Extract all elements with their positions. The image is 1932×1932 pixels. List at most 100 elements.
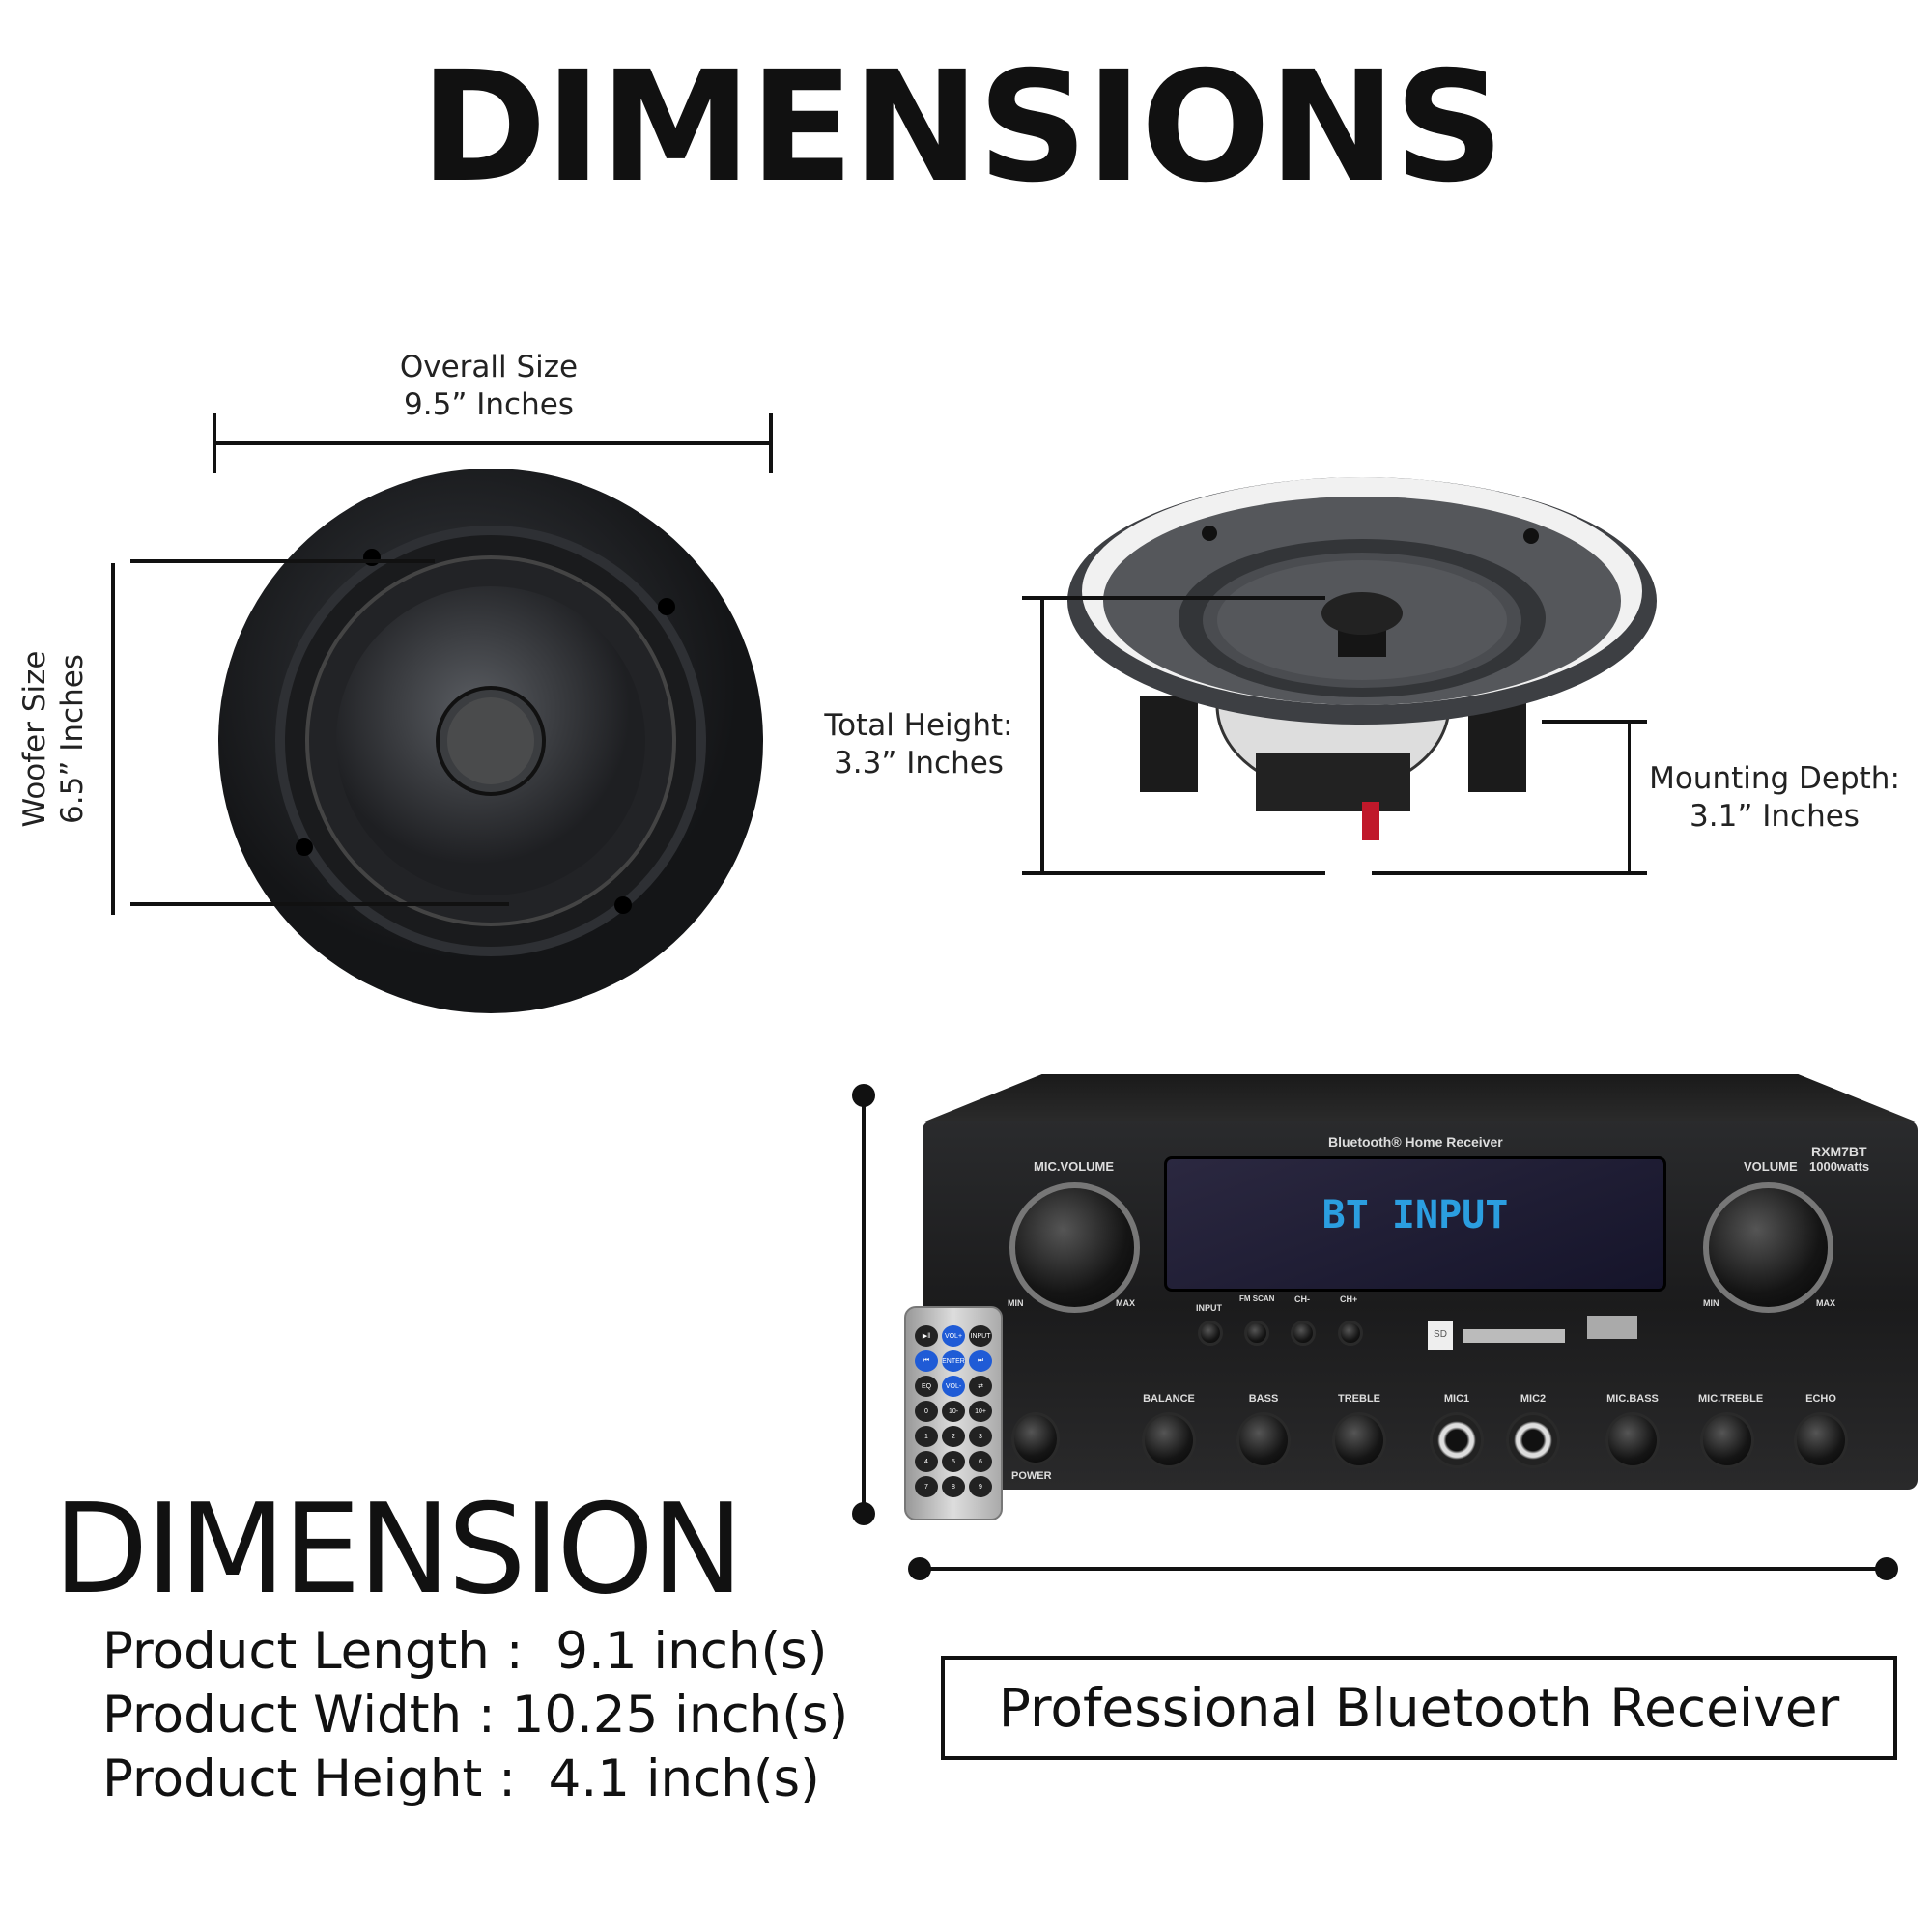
remote-key[interactable]: 10- [942,1401,965,1422]
height-bottom-guide [1022,871,1325,875]
display-text: BT INPUT [1321,1193,1509,1237]
ch-minus-button-label: CH- [1294,1294,1310,1304]
receiver-width-line [920,1567,1886,1571]
mounting-depth-title: Mounting Depth: [1649,761,1900,796]
model-text: RXM7BT [1811,1144,1867,1159]
total-height-title: Total Height: [824,708,1013,743]
overall-size-value: 9.5” Inches [404,387,574,422]
control-label: BASS [1248,1393,1279,1405]
remote-key[interactable]: 2 [942,1426,965,1447]
volume-label: VOLUME [1744,1159,1798,1174]
card-slot [1463,1329,1565,1343]
control-label: MIC.TREBLE [1698,1393,1764,1405]
receiver-display: BT INPUT [1164,1156,1666,1292]
woofer-bottom-guide [130,902,509,906]
min-label: MIN [1008,1298,1024,1308]
remote-key[interactable]: ▶‖ [915,1325,938,1347]
dimension-tick [213,413,216,473]
woofer-size-dimension-line [111,563,115,915]
page-title: DIMENSIONS [419,39,1504,216]
ch-plus-button[interactable] [1338,1321,1363,1346]
mic-jack[interactable] [1506,1412,1560,1468]
mic-jack[interactable] [1430,1412,1484,1468]
remote-key[interactable]: 1 [915,1426,938,1447]
usb-port[interactable] [1587,1316,1637,1339]
control-knob[interactable] [1142,1412,1196,1468]
depth-top-guide [1542,720,1647,724]
receiver-image: BT INPUT Bluetooth® Home Receiver RXM7BT… [923,1074,1918,1490]
control-knob[interactable] [1794,1412,1848,1468]
receiver-top [923,1074,1918,1122]
total-height-label: Total Height: 3.3” Inches [774,707,1064,782]
remote-key[interactable]: VOL- [942,1376,965,1397]
remote-key[interactable]: 6 [969,1451,992,1472]
mic-volume-label: MIC.VOLUME [1034,1159,1115,1174]
dimension-dot [908,1557,931,1580]
remote-key[interactable]: 8 [942,1476,965,1497]
power-text: 1000watts [1809,1159,1870,1174]
speaker-top-view-image [218,469,763,1013]
receiver-height-line [862,1094,866,1514]
remote-key[interactable]: ⏮ [915,1350,938,1372]
dimension-tick [769,413,773,473]
dimension-heading: DIMENSION [53,1478,744,1622]
control-knob[interactable] [1236,1412,1291,1468]
mounting-depth-dimension-line [1628,722,1631,873]
overall-size-title: Overall Size [399,350,579,384]
remote-key[interactable]: ⏭ [969,1350,992,1372]
fm-scan-button-label: FM SCAN [1239,1294,1275,1303]
input-button[interactable] [1198,1321,1223,1346]
height-top-guide [1022,596,1325,600]
ch-minus-button[interactable] [1291,1321,1316,1346]
dimension-dot [1875,1557,1898,1580]
overall-size-dimension-line [214,441,771,445]
total-height-value: 3.3” Inches [834,746,1004,781]
control-label: MIC1 [1443,1393,1470,1405]
woofer-size-title: Woofer Size [17,650,52,828]
fm-scan-button[interactable] [1244,1321,1269,1346]
control-label: ECHO [1805,1393,1836,1405]
remote-key[interactable]: ENTER [942,1350,965,1372]
control-knob[interactable] [1332,1412,1386,1468]
speaker-side-view-image [1067,477,1657,840]
remote-key[interactable]: INPUT [969,1325,992,1347]
volume-knob[interactable] [1703,1182,1833,1313]
remote-key[interactable]: 0 [915,1401,938,1422]
product-name-box: Professional Bluetooth Receiver [941,1656,1897,1760]
woofer-top-guide [130,559,435,563]
overall-size-label: Overall Size 9.5” Inches [344,349,634,424]
dimension-dot [852,1502,875,1525]
ch-plus-button-label: CH+ [1340,1294,1358,1304]
brand-text: Bluetooth® Home Receiver [1328,1134,1503,1150]
control-label: BALANCE [1143,1393,1195,1405]
power-button[interactable] [1011,1412,1060,1465]
product-height: Product Height : 4.1 inch(s) [102,1749,820,1808]
max-label: MAX [1816,1298,1835,1308]
power-label: POWER [1011,1470,1052,1482]
remote-key[interactable]: 3 [969,1426,992,1447]
mic-volume-knob[interactable] [1009,1182,1140,1313]
woofer-size-label: Woofer Size 6.5” Inches [16,594,92,884]
product-length: Product Length : 9.1 inch(s) [102,1622,828,1681]
control-knob[interactable] [1700,1412,1754,1468]
mounting-depth-label: Mounting Depth: 3.1” Inches [1630,760,1919,836]
mounting-depth-value: 3.1” Inches [1690,799,1860,834]
control-label: MIC.BASS [1606,1393,1659,1405]
product-width: Product Width : 10.25 inch(s) [102,1686,849,1745]
remote-key[interactable]: 7 [915,1476,938,1497]
dimension-dot [852,1084,875,1107]
remote-key[interactable]: ⇄ [969,1376,992,1397]
remote-key[interactable]: 9 [969,1476,992,1497]
remote-key[interactable]: 10+ [969,1401,992,1422]
remote-key[interactable]: VOL+ [942,1325,965,1347]
sd-card-slot[interactable]: SD [1428,1321,1453,1350]
control-knob[interactable] [1605,1412,1660,1468]
depth-bottom-guide [1372,871,1647,875]
remote-key[interactable]: EQ [915,1376,938,1397]
max-label: MAX [1116,1298,1135,1308]
control-label: TREBLE [1338,1393,1380,1405]
remote-key[interactable]: 4 [915,1451,938,1472]
remote-key[interactable]: 5 [942,1451,965,1472]
total-height-dimension-line [1040,598,1044,873]
